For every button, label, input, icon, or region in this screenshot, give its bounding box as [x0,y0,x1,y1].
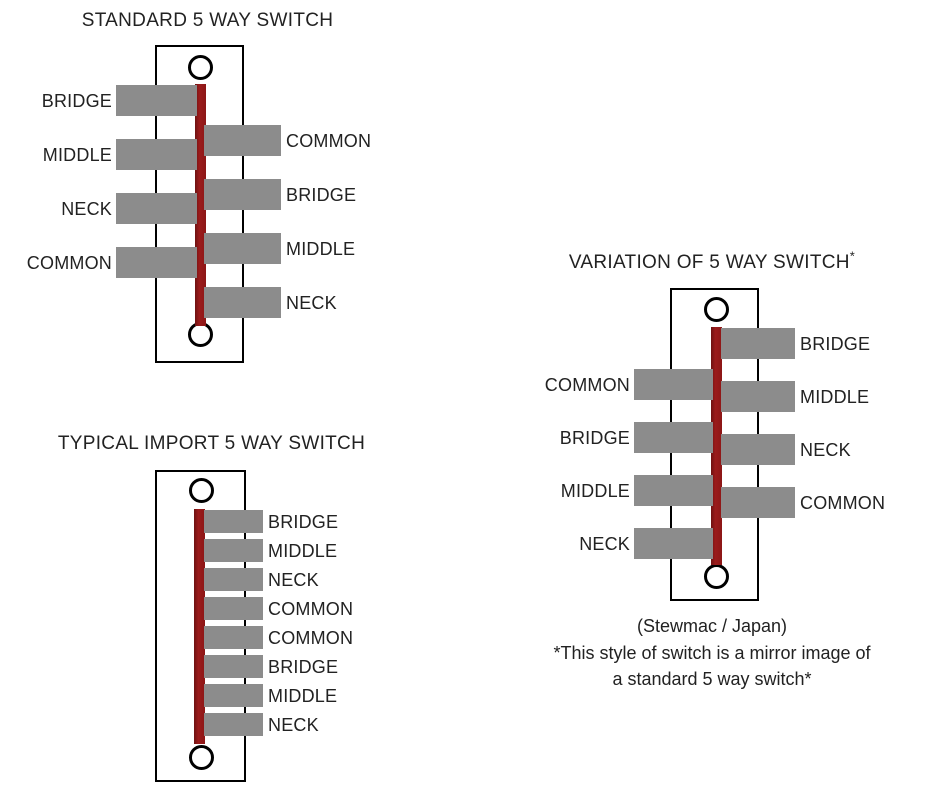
lug-label-right-typical-import-2: MIDDLE [268,541,338,561]
screw-hole-bottom-variation [704,564,729,589]
lug-label-right-typical-import-6: BRIDGE [268,657,339,677]
caption-variation-line-2: *This style of switch is a mirror image … [553,643,871,663]
lug-right-variation-1 [721,328,795,359]
lug-label-left-standard-1: BRIDGE [41,91,112,111]
lug-left-standard-3 [116,193,197,224]
lug-right-standard-2 [204,179,281,210]
lug-right-typical-import-8 [204,713,263,736]
lug-label-left-standard-3: NECK [61,199,112,219]
lug-label-right-typical-import-4: COMMON [268,599,354,619]
diagram-title-variation: VARIATION OF 5 WAY SWITCH* [512,248,912,274]
lug-right-variation-2 [721,381,795,412]
lug-label-right-variation-4: COMMON [800,493,886,513]
lug-label-left-variation-2: BRIDGE [559,428,630,448]
lug-label-left-variation-1: COMMON [544,375,630,395]
lug-label-right-variation-3: NECK [800,440,851,460]
lug-left-standard-1 [116,85,197,116]
lug-right-standard-4 [204,287,281,318]
diagram-title-variation-text: VARIATION OF 5 WAY SWITCH [568,252,850,273]
screw-hole-bottom-typical-import [189,745,214,770]
screw-hole-top-standard [188,55,213,80]
diagram-title-variation-asterisk: * [849,248,856,264]
screw-hole-bottom-standard [188,322,213,347]
lug-label-left-standard-4: COMMON [26,253,112,273]
lug-label-left-variation-4: NECK [579,534,630,554]
lug-left-standard-2 [116,139,197,170]
lug-label-right-typical-import-5: COMMON [268,628,354,648]
lug-right-typical-import-4 [204,597,263,620]
lug-right-typical-import-3 [204,568,263,591]
lug-label-right-standard-3: MIDDLE [286,239,356,259]
lug-left-variation-2 [634,422,713,453]
lug-left-variation-4 [634,528,713,559]
screw-hole-top-variation [704,297,729,322]
lug-left-standard-4 [116,247,197,278]
switch-blade-typical-import [194,509,205,744]
caption-variation-line-3: a standard 5 way switch* [612,669,812,689]
lug-label-right-variation-1: BRIDGE [800,334,871,354]
lug-right-standard-1 [204,125,281,156]
lug-label-right-typical-import-3: NECK [268,570,319,590]
lug-label-right-typical-import-7: MIDDLE [268,686,338,706]
lug-label-right-standard-1: COMMON [286,131,372,151]
lug-label-right-variation-2: MIDDLE [800,387,870,407]
diagram-title-typical-import: TYPICAL IMPORT 5 WAY SWITCH [0,433,423,455]
switch-blade-standard [195,84,206,326]
lug-label-left-variation-3: MIDDLE [560,481,630,501]
lug-left-variation-3 [634,475,713,506]
lug-right-standard-3 [204,233,281,264]
lug-right-typical-import-2 [204,539,263,562]
screw-hole-top-typical-import [189,478,214,503]
diagram-title-standard-text: STANDARD 5 WAY SWITCH [81,10,334,31]
caption-variation-line-1: (Stewmac / Japan) [636,616,788,636]
switch-blade-variation [711,327,722,565]
lug-right-typical-import-6 [204,655,263,678]
lug-label-right-standard-2: BRIDGE [286,185,357,205]
lug-right-typical-import-7 [204,684,263,707]
diagram-title-typical-import-text: TYPICAL IMPORT 5 WAY SWITCH [57,433,366,454]
lug-label-right-typical-import-8: NECK [268,715,319,735]
diagram-title-standard: STANDARD 5 WAY SWITCH [0,10,415,32]
lug-label-right-typical-import-1: BRIDGE [268,512,339,532]
lug-left-variation-1 [634,369,713,400]
lug-right-variation-4 [721,487,795,518]
lug-label-left-standard-2: MIDDLE [42,145,112,165]
lug-right-typical-import-1 [204,510,263,533]
lug-right-typical-import-5 [204,626,263,649]
lug-right-variation-3 [721,434,795,465]
lug-label-right-standard-4: NECK [286,293,337,313]
